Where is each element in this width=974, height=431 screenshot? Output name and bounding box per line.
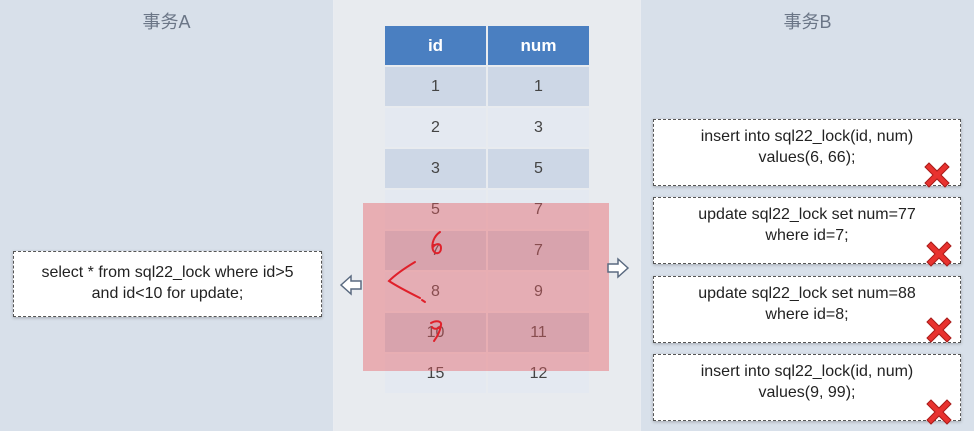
cell-num: 7 (488, 190, 589, 229)
blocked-cross-icon (926, 241, 952, 267)
cell-num: 11 (488, 313, 589, 352)
statement-text: update sql22_lock set num=77 where id=7; (698, 206, 916, 244)
table-row: 3 5 (385, 149, 589, 188)
statement-text: select * from sql22_lock where id>5 and … (41, 264, 294, 302)
cell-num: 9 (488, 272, 589, 311)
blocked-cross-icon (926, 317, 952, 343)
table-row: 2 3 (385, 108, 589, 147)
statement-text: insert into sql22_lock(id, num) values(9… (700, 363, 914, 401)
transaction-a-panel: 事务A (0, 0, 333, 431)
transaction-a-title: 事务A (142, 12, 191, 32)
arrow-left-icon (339, 274, 362, 296)
cell-num: 3 (488, 108, 589, 147)
cell-num: 12 (488, 354, 589, 393)
table-row: 15 12 (385, 354, 589, 393)
statement-text: update sql22_lock set num=88 where id=8; (698, 285, 916, 323)
transaction-b-title: 事务B (783, 12, 832, 32)
locked-range-highlight (363, 203, 609, 371)
transaction-b-statement-1: insert into sql22_lock(id, num) values(6… (653, 119, 961, 186)
transaction-b-statement-2: update sql22_lock set num=77 where id=7; (653, 197, 961, 264)
cell-num: 1 (488, 67, 589, 106)
cell-id: 2 (385, 108, 486, 147)
table-row: 1 1 (385, 67, 589, 106)
column-header-num: num (488, 26, 589, 65)
transaction-b-statement-3: update sql22_lock set num=88 where id=8; (653, 276, 961, 343)
table-header-row: id num (385, 26, 589, 65)
statement-text: insert into sql22_lock(id, num) values(6… (700, 128, 914, 166)
transaction-b-statement-4: insert into sql22_lock(id, num) values(9… (653, 354, 961, 421)
blocked-cross-icon (926, 399, 952, 425)
cell-num: 5 (488, 149, 589, 188)
cell-num: 7 (488, 231, 589, 270)
cell-id: 3 (385, 149, 486, 188)
blocked-cross-icon (924, 162, 950, 188)
cell-id: 5 (385, 190, 486, 229)
transaction-a-statement: select * from sql22_lock where id>5 and … (13, 251, 322, 317)
cell-id: 15 (385, 354, 486, 393)
arrow-right-icon (607, 257, 630, 279)
cell-id: 1 (385, 67, 486, 106)
table-row: 5 7 (385, 190, 589, 229)
column-header-id: id (385, 26, 486, 65)
